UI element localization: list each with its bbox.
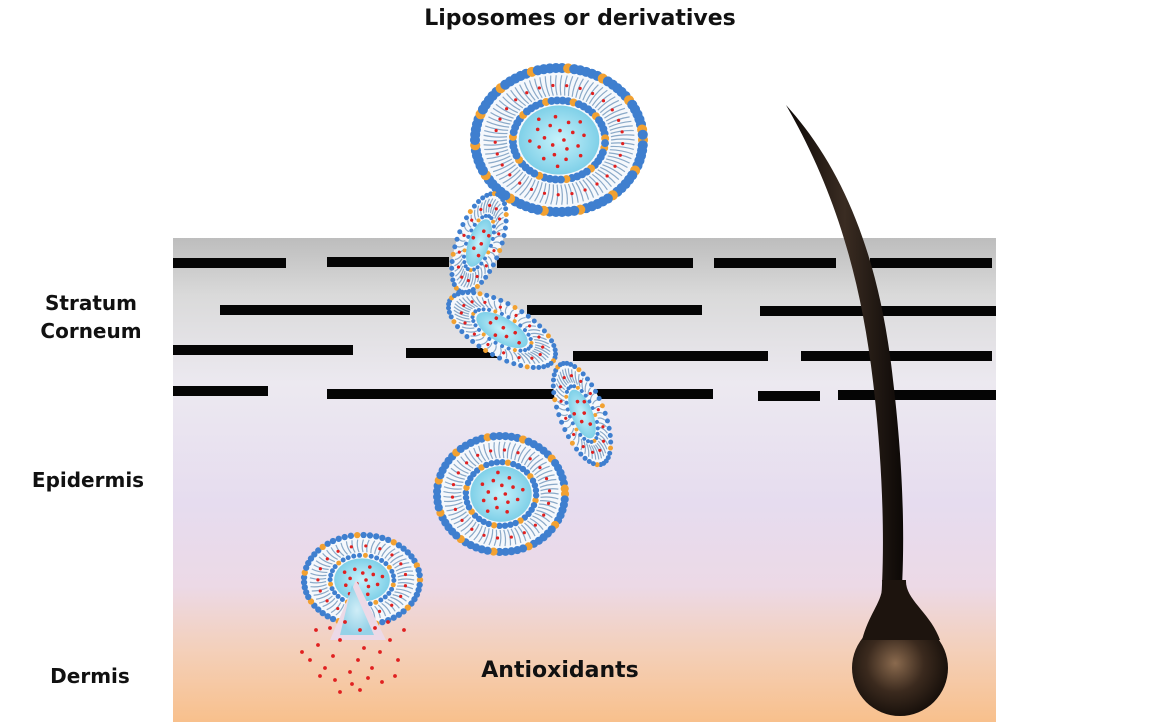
liposome-deformed-1 xyxy=(449,191,509,295)
antioxidant-dot xyxy=(338,638,342,642)
liposome-deformed-2 xyxy=(446,289,559,370)
antioxidant-dot xyxy=(358,688,362,692)
liposome-epidermis xyxy=(433,431,570,557)
hair-follicle xyxy=(786,105,948,716)
antioxidant-dot xyxy=(386,620,390,624)
antioxidant-dot xyxy=(343,620,347,624)
antioxidant-dot xyxy=(370,666,374,670)
antioxidant-dot xyxy=(300,650,304,654)
antioxidant-dot xyxy=(314,628,318,632)
antioxidant-dot xyxy=(358,628,362,632)
antioxidant-dot xyxy=(402,628,406,632)
liposome-intact xyxy=(469,63,649,217)
antioxidant-dot xyxy=(380,680,384,684)
diagram-title: Liposomes or derivatives xyxy=(424,6,736,31)
label-stratum-corneum: Stratum Corneum xyxy=(40,291,142,343)
antioxidant-dot xyxy=(373,626,377,630)
antioxidant-dot xyxy=(393,674,397,678)
liposome-deformed-3 xyxy=(550,360,614,468)
antioxidant-dot xyxy=(378,650,382,654)
label-antioxidants: Antioxidants xyxy=(481,658,639,683)
liposome-releasing xyxy=(300,531,424,640)
antioxidant-dot xyxy=(318,674,322,678)
antioxidant-dot xyxy=(388,638,392,642)
antioxidant-dot xyxy=(366,676,370,680)
liposome-group xyxy=(300,63,649,640)
antioxidant-dot xyxy=(362,646,366,650)
antioxidant-dot xyxy=(348,670,352,674)
antioxidant-dot xyxy=(316,643,320,647)
antioxidant-dot xyxy=(338,690,342,694)
label-epidermis: Epidermis xyxy=(31,468,145,492)
antioxidant-dot xyxy=(356,658,360,662)
antioxidant-dot xyxy=(350,682,354,686)
antioxidant-dot xyxy=(328,626,332,630)
antioxidant-dot xyxy=(331,654,335,658)
released-antioxidants xyxy=(300,620,406,694)
antioxidant-dot xyxy=(308,658,312,662)
antioxidant-dot xyxy=(396,658,400,662)
antioxidant-dot xyxy=(333,678,337,682)
antioxidant-dot xyxy=(323,666,327,670)
skin-tissue xyxy=(173,238,996,722)
label-dermis: Dermis xyxy=(50,664,130,688)
